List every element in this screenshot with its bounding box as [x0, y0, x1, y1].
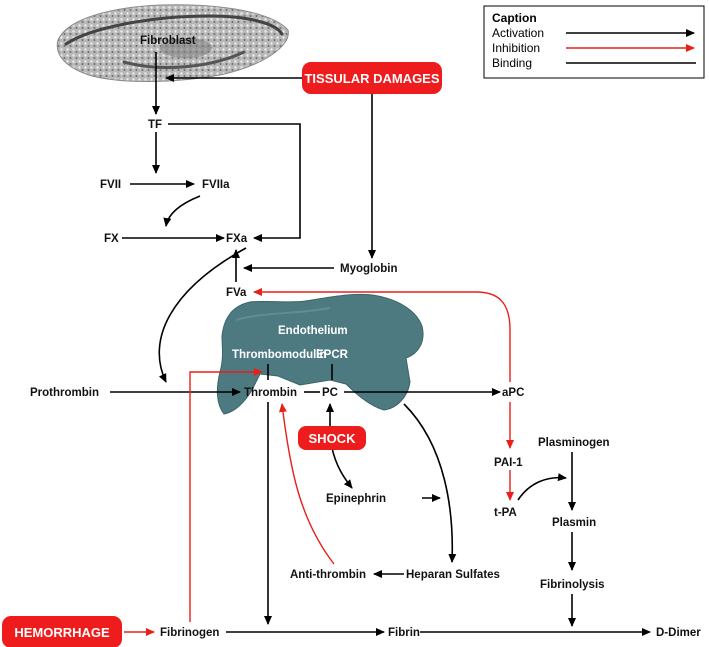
node-fviia: FVIIa — [202, 179, 230, 191]
activation-edges — [110, 52, 651, 636]
node-thrombomodulin: Thrombomodulin — [232, 349, 327, 361]
node-fibrin: Fibrin — [388, 627, 420, 639]
node-epcr: EPCR — [316, 349, 349, 361]
node-tpa: t-PA — [494, 507, 517, 519]
pill-hemorrhage-label: HEMORRHAGE — [14, 625, 110, 640]
node-prothrombin: Prothrombin — [30, 387, 99, 399]
caption-binding-label: Binding — [492, 56, 532, 70]
node-tf: TF — [148, 119, 162, 131]
pill-shock: SHOCK — [298, 426, 366, 450]
node-fx: FX — [104, 233, 119, 245]
node-d-dimer: D-Dimer — [656, 627, 701, 639]
node-anti-thrombin: Anti-thrombin — [290, 569, 366, 581]
pill-shock-label: SHOCK — [309, 431, 357, 446]
endothelium-tissue-image — [216, 293, 424, 415]
node-heparan-sulfates: Heparan Sulfates — [406, 569, 500, 581]
node-fibroblast: Fibroblast — [140, 35, 196, 47]
node-plasmin: Plasmin — [552, 517, 596, 529]
caption-legend: Caption Activation Inhibition Binding — [483, 5, 705, 79]
fibroblast-cell-image — [56, 4, 289, 82]
node-myoglobin: Myoglobin — [340, 263, 398, 275]
node-apc: aPC — [502, 387, 524, 399]
node-plasminogen: Plasminogen — [538, 437, 610, 449]
node-thrombin: Thrombin — [244, 387, 297, 399]
pill-tissular-damages-label: TISSULAR DAMAGES — [304, 71, 439, 86]
node-pc: PC — [322, 387, 338, 399]
caption-activation-label: Activation — [492, 26, 544, 40]
inhibition-edges — [124, 288, 514, 636]
node-fibrinogen: Fibrinogen — [160, 627, 219, 639]
node-fxa: FXa — [226, 233, 248, 245]
pill-tissular-damages: TISSULAR DAMAGES — [302, 62, 442, 94]
node-endothelium: Endothelium — [278, 325, 348, 337]
node-fibrinolysis: Fibrinolysis — [540, 579, 605, 591]
caption-title: Caption — [492, 11, 537, 25]
pill-hemorrhage: HEMORRHAGE — [2, 616, 122, 647]
node-epinephrin: Epinephrin — [326, 493, 386, 505]
caption-inhibition-label: Inhibition — [492, 41, 540, 55]
node-fva: FVa — [226, 287, 247, 299]
node-pai1: PAI-1 — [494, 457, 523, 469]
node-fvii: FVII — [100, 179, 121, 191]
